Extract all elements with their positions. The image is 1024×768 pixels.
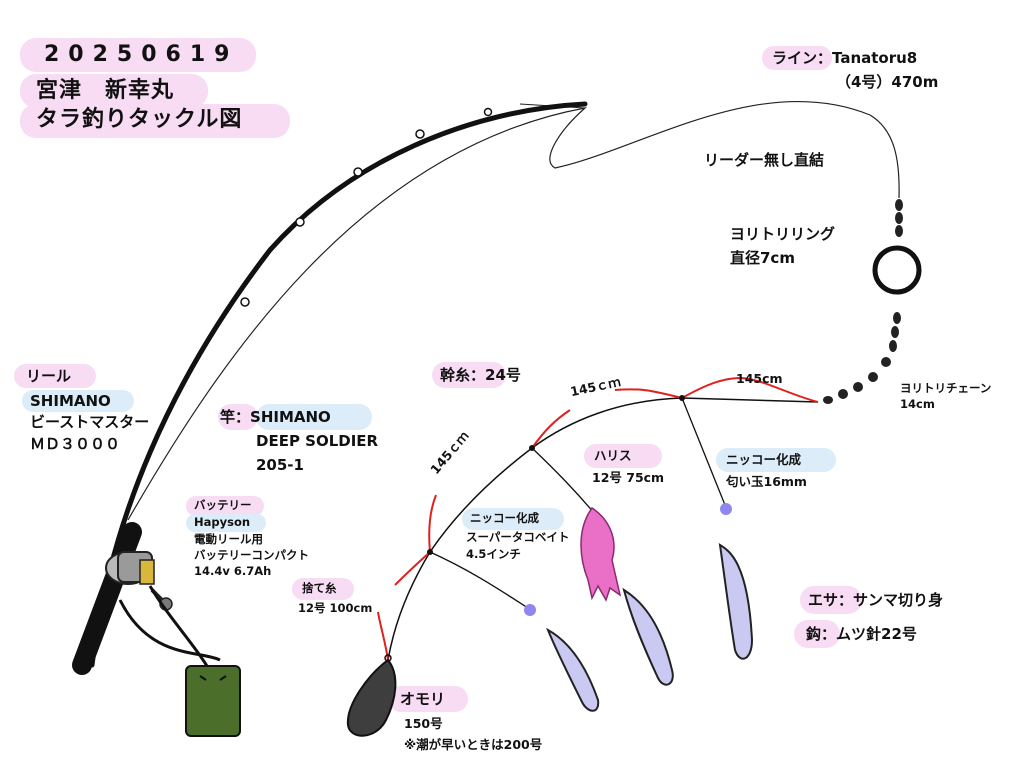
- line-spec: ライン：Tanatoru8: [772, 49, 918, 67]
- line-label-pill: [762, 46, 832, 70]
- bait-value: サンマ切り身: [853, 591, 944, 609]
- line-name: Tanatoru8: [832, 49, 918, 67]
- sinker-label-pill: [388, 686, 468, 712]
- swivel-chain: [823, 199, 903, 404]
- date-pill: [20, 38, 256, 72]
- battery-label-pill: [186, 496, 264, 516]
- nikko-ball-label: ニッコー化成: [726, 452, 802, 467]
- header-title: タラ釣りタックル図: [36, 107, 243, 132]
- branch-line-1: [681, 397, 726, 506]
- branch-line-2: [531, 447, 601, 521]
- line-label: ライン: [772, 49, 818, 67]
- reel-brand: SHIMANO: [30, 392, 111, 410]
- battery-line2: バッテリーコンパクト: [194, 548, 309, 562]
- line-colon: ：: [817, 49, 833, 67]
- battery-brand: Hapyson: [194, 515, 251, 529]
- rod-size: 205-1: [256, 456, 304, 474]
- rod-label: 竿: [220, 408, 236, 426]
- nikko-lure-line2: 4.5インチ: [466, 547, 521, 561]
- harisu-label-pill: [584, 444, 662, 468]
- reel-size: ＭＤ３０００: [30, 435, 121, 453]
- boat-pill: [20, 74, 208, 108]
- sinker-spec: 150号: [404, 716, 443, 731]
- reel-model: ビーストマスター: [30, 413, 150, 431]
- hook-spec: 鈎：ムツ針22号: [806, 625, 917, 643]
- hook-colon: ：: [821, 625, 837, 643]
- bait-label: エサ: [808, 591, 839, 609]
- swivel-ring: [872, 245, 922, 295]
- harisu-label: ハリス: [594, 448, 632, 463]
- bait-label-pill: [800, 586, 862, 614]
- trunk-line: [387, 397, 819, 661]
- bait-spec: エサ：サンマ切り身: [808, 591, 944, 609]
- mainline-spec: 幹糸：24号: [440, 366, 521, 384]
- branch-swivels: [427, 395, 685, 555]
- branch-line-3: [429, 551, 529, 609]
- reel-label: リール: [26, 367, 72, 385]
- rod-blank: [89, 101, 588, 668]
- sute-ito-pill: [292, 578, 354, 600]
- header-boat: 宮津 新幸丸: [36, 78, 175, 103]
- battery-brand-pill: [186, 514, 266, 532]
- mainline-colon: ：: [470, 366, 486, 384]
- swivel-chain-label: ヨリトリチェーン: [900, 381, 992, 395]
- swivel-chain-size: 14cm: [900, 397, 935, 411]
- battery-label: バッテリー: [194, 498, 252, 512]
- sinker-icon: [346, 658, 397, 737]
- mainline-label: 幹糸: [440, 366, 471, 384]
- line-spec-detail: （4号）470m: [836, 73, 939, 91]
- swivel-ring-size: 直径7cm: [730, 249, 795, 267]
- rod-brand-pill: [256, 404, 372, 430]
- sinker-label: オモリ: [400, 690, 446, 708]
- squid-lure-icon: [580, 506, 622, 602]
- bait-strips: [546, 543, 754, 712]
- rod-brand: SHIMANO: [250, 408, 331, 426]
- sute-ito-label: 捨て糸: [302, 581, 337, 595]
- segment-length-2: 145cm: [736, 371, 783, 386]
- sute-ito-spec: 12号 100cm: [298, 601, 373, 615]
- nikko-lure-line1: スーパータコベイト: [466, 530, 570, 544]
- nikko-ball-pill: [716, 448, 836, 472]
- nikko-lure-label: ニッコー化成: [470, 511, 539, 525]
- rod-colon: ：: [235, 408, 251, 426]
- rod-guides: [240, 107, 493, 307]
- header-date: 20250619: [44, 42, 239, 67]
- battery-pack-icon: [185, 665, 241, 737]
- hook-value: ムツ針22号: [836, 625, 917, 643]
- bait-colon: ：: [838, 591, 854, 609]
- bead-icons: [524, 503, 732, 616]
- rod-label-pill: [218, 404, 258, 430]
- battery-cable-loop: [118, 599, 221, 662]
- nikko-lure-pill: [462, 508, 564, 530]
- rod-spec: 竿：SHIMANO: [220, 408, 331, 426]
- mainline-size: 24号: [485, 366, 521, 384]
- fishing-line: [127, 100, 900, 521]
- reel-brand-pill: [22, 390, 134, 412]
- mainline-label-pill: [432, 362, 506, 388]
- hook-label: 鈎: [806, 625, 822, 643]
- leader-note: リーダー無し直結: [704, 151, 825, 169]
- harisu-spec: 12号 75cm: [592, 470, 665, 485]
- nikko-ball-spec: 匂い玉16mm: [726, 474, 807, 489]
- sinker-note: ※潮が早いときは200号: [404, 737, 543, 752]
- battery-line1: 電動リール用: [194, 532, 263, 546]
- battery-line3: 14.4v 6.7Ah: [194, 564, 272, 578]
- reel-icon: [105, 551, 173, 611]
- title-pill: [20, 104, 290, 138]
- swivel-ring-label: ヨリトリリング: [730, 225, 836, 243]
- rod-model: DEEP SOLDIER: [256, 432, 379, 450]
- reel-label-pill: [14, 364, 96, 388]
- hook-label-pill: [794, 620, 840, 648]
